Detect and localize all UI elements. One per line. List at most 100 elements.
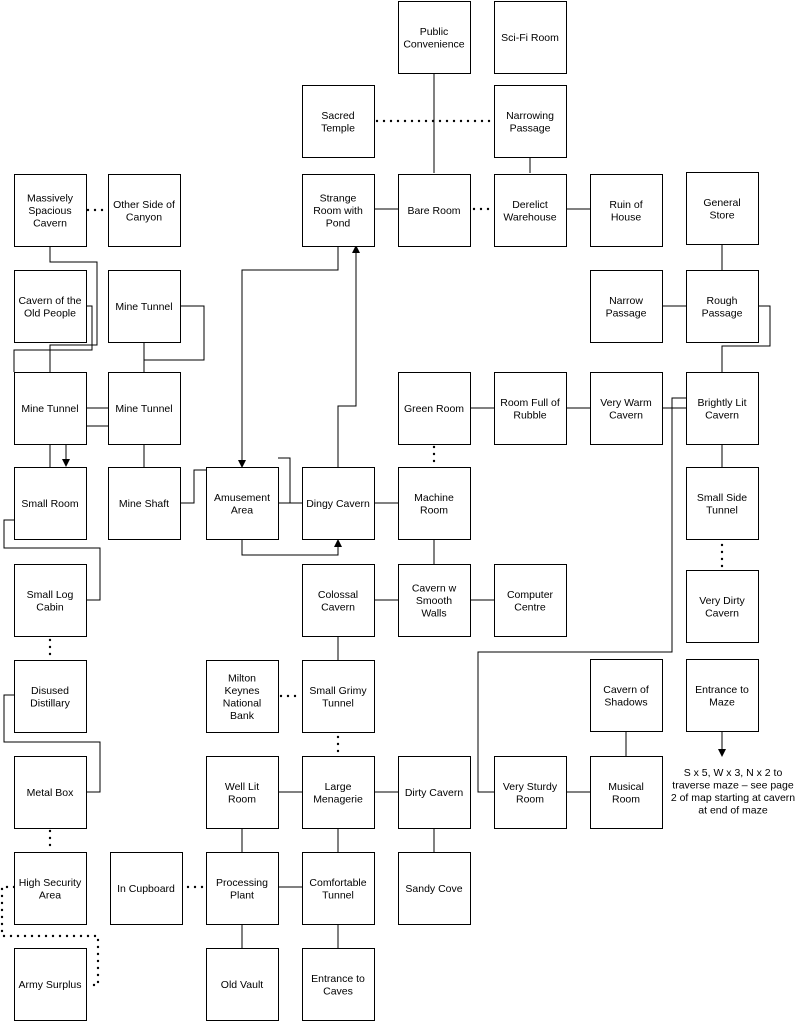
room-label: Army Surplus	[18, 979, 81, 991]
room-label: Metal Box	[27, 787, 74, 799]
room-label: Old Vault	[221, 979, 263, 991]
room-box	[494, 372, 567, 445]
room-army-surplus: Army Surplus	[14, 948, 87, 1021]
room-label: Mine Shaft	[119, 498, 169, 510]
room-box	[14, 756, 87, 829]
room-label: Bare Room	[407, 205, 460, 217]
connections	[0, 72, 771, 987]
link-amusement-to-dingy-top	[278, 457, 302, 504]
room-box	[494, 1, 567, 74]
room-box	[302, 948, 375, 1021]
room-box	[14, 270, 87, 343]
room-box	[398, 467, 471, 540]
room-label: Green Room	[404, 403, 464, 415]
room-box	[206, 852, 279, 925]
room-box	[108, 467, 181, 540]
room-box	[398, 852, 471, 925]
room-label: Small Room	[21, 498, 78, 510]
room-box	[14, 174, 87, 247]
room-box	[590, 756, 663, 829]
room-box	[494, 756, 567, 829]
room-box	[686, 172, 759, 245]
room-box	[494, 564, 567, 637]
room-in-cupboard: In Cupboard	[110, 852, 183, 925]
link-amusement-to-dingy	[241, 539, 342, 556]
room-box	[206, 660, 279, 733]
room-dingy-cavern: Dingy Cavern	[302, 467, 375, 540]
room-box	[494, 85, 567, 158]
room-box	[398, 174, 471, 247]
link-mine-shaft-to-amusement	[180, 469, 206, 504]
room-box	[14, 372, 87, 445]
room-label: Sandy Cove	[405, 883, 462, 895]
room-box	[302, 174, 375, 247]
room-box	[494, 174, 567, 247]
room-label: Mine Tunnel	[21, 403, 78, 415]
room-old-vault: Old Vault	[206, 948, 279, 1021]
room-box	[108, 270, 181, 343]
link-old-people-to-mine	[13, 305, 93, 372]
room-box	[686, 372, 759, 445]
room-mine-tunnel-upper: Mine Tunnel	[108, 270, 181, 343]
room-box	[398, 1, 471, 74]
room-box	[398, 564, 471, 637]
room-box	[302, 564, 375, 637]
room-box	[302, 852, 375, 925]
room-metal-box: Metal Box	[14, 756, 87, 829]
room-mine-tunnel-left: Mine Tunnel	[14, 372, 87, 445]
room-box	[206, 756, 279, 829]
room-label: Dirty Cavern	[405, 787, 464, 799]
room-label: Mine Tunnel	[115, 301, 172, 313]
room-mine-tunnel-right: Mine Tunnel	[108, 372, 181, 445]
link-small-room-to-cabin	[3, 519, 101, 601]
